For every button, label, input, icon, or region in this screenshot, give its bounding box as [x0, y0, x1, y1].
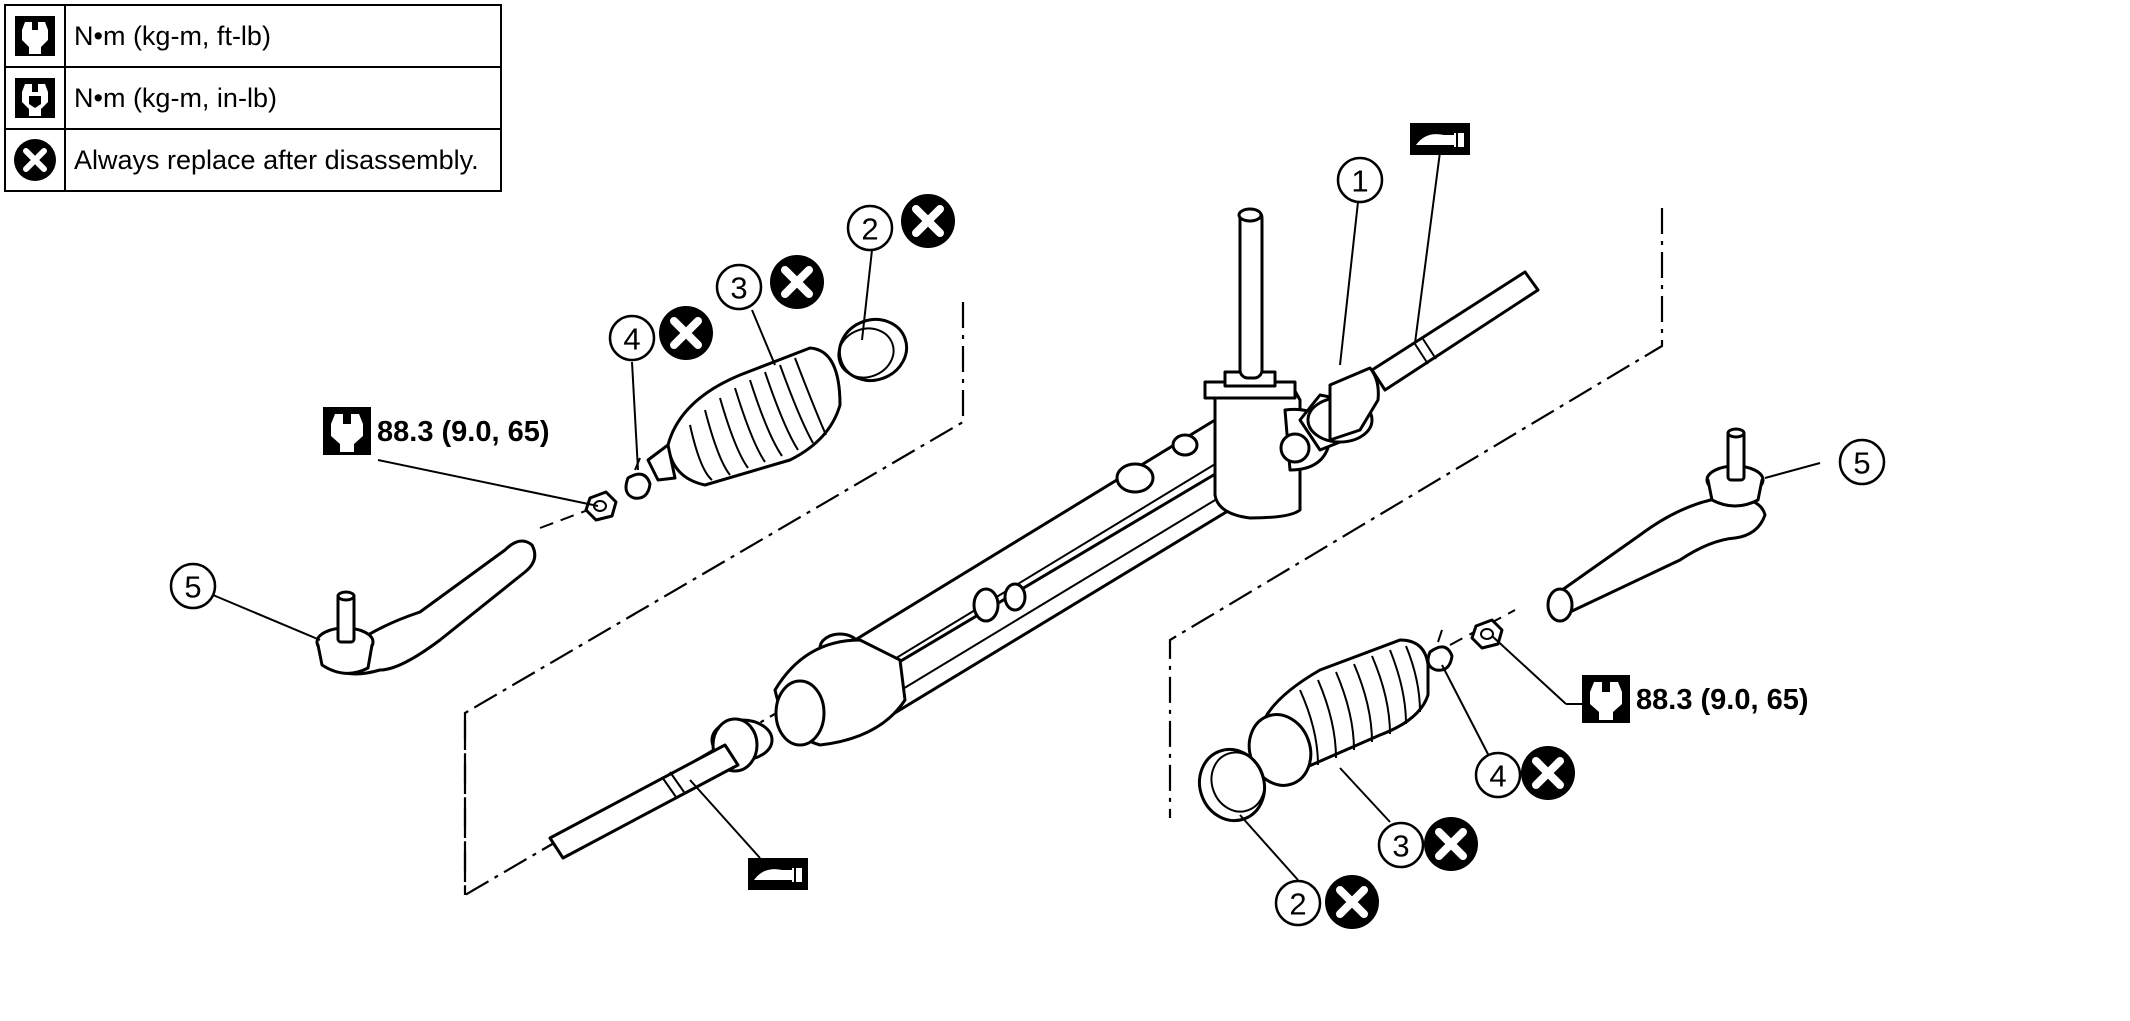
replace-x-icon: [901, 194, 955, 248]
svg-text:2: 2: [861, 212, 878, 247]
legend-icon-cell: [4, 4, 66, 68]
replace-x-icon: [659, 306, 713, 360]
outer-socket-right: [1546, 427, 1767, 623]
legend-row-replace: Always replace after disassembly.: [4, 128, 502, 192]
torque-label-right: 88.3 (9.0, 65): [1582, 675, 1809, 723]
lock-nut-left: [584, 490, 618, 522]
svg-text:4: 4: [1489, 759, 1506, 794]
callout-2-left: 2: [846, 204, 894, 252]
legend-row-in-lb: N•m (kg-m, in-lb): [4, 66, 502, 130]
callout-4-left: 4: [608, 314, 656, 362]
lock-nut-right: [1470, 618, 1504, 650]
legend-text-in-lb: N•m (kg-m, in-lb): [64, 66, 502, 130]
svg-text:1: 1: [1351, 164, 1368, 199]
boot-right: [1247, 638, 1430, 787]
leader-lines: [212, 151, 1821, 881]
replace-x-icon: [770, 255, 824, 309]
legend-icon-cell: [4, 128, 66, 192]
steering-gear-assembly: [548, 207, 1540, 860]
callout-4-right: 4: [1474, 751, 1522, 799]
callout-3-left: 3: [715, 263, 763, 311]
callout-5-right: 5: [1838, 438, 1886, 486]
boot-clamp-outer-right: [1198, 747, 1266, 823]
grease-tube-icon: [747, 857, 809, 891]
svg-text:2: 2: [1289, 887, 1306, 922]
boot-clamp-inner-left: [624, 457, 652, 500]
legend-text-ft-lb: N•m (kg-m, ft-lb): [64, 4, 502, 68]
svg-text:88.3 (9.0, 65): 88.3 (9.0, 65): [1636, 684, 1809, 716]
torque-label-left: 88.3 (9.0, 65): [323, 407, 550, 455]
svg-text:88.3 (9.0, 65): 88.3 (9.0, 65): [377, 416, 550, 448]
replace-x-icon: [14, 139, 56, 181]
callout-1: 1: [1336, 156, 1384, 204]
svg-text:5: 5: [1853, 446, 1870, 481]
callout-5-left: 5: [169, 562, 217, 610]
boot-clamp-inner-right: [1426, 629, 1454, 672]
callout-2-right: 2: [1274, 879, 1322, 927]
boot-clamp-outer-left: [837, 318, 909, 382]
svg-text:5: 5: [184, 570, 201, 605]
callout-3-right: 3: [1377, 821, 1425, 869]
svg-text:4: 4: [623, 322, 640, 357]
axis-line-left: [539, 509, 589, 529]
legend-text-replace: Always replace after disassembly.: [64, 128, 502, 192]
replace-x-icon: [1325, 875, 1379, 929]
axis-line-right: [1449, 609, 1516, 646]
outer-socket-left: [315, 539, 537, 676]
svg-text:3: 3: [1392, 829, 1409, 864]
torque-wrench-small-icon: [15, 78, 55, 118]
boot-left: [646, 346, 842, 487]
grease-tube-icon: [1409, 122, 1471, 156]
legend-table: N•m (kg-m, ft-lb) N•m (kg-m, in-lb) Alwa…: [4, 4, 502, 192]
torque-wrench-icon: [1582, 675, 1630, 723]
legend-row-ft-lb: N•m (kg-m, ft-lb): [4, 4, 502, 68]
replace-x-icon: [1424, 817, 1478, 871]
torque-wrench-icon: [323, 407, 371, 455]
svg-text:3: 3: [730, 271, 747, 306]
replace-x-icon: [1521, 746, 1575, 800]
torque-wrench-icon: [15, 16, 55, 56]
dashed-frame-right: [1168, 208, 1664, 818]
legend-icon-cell: [4, 66, 66, 130]
